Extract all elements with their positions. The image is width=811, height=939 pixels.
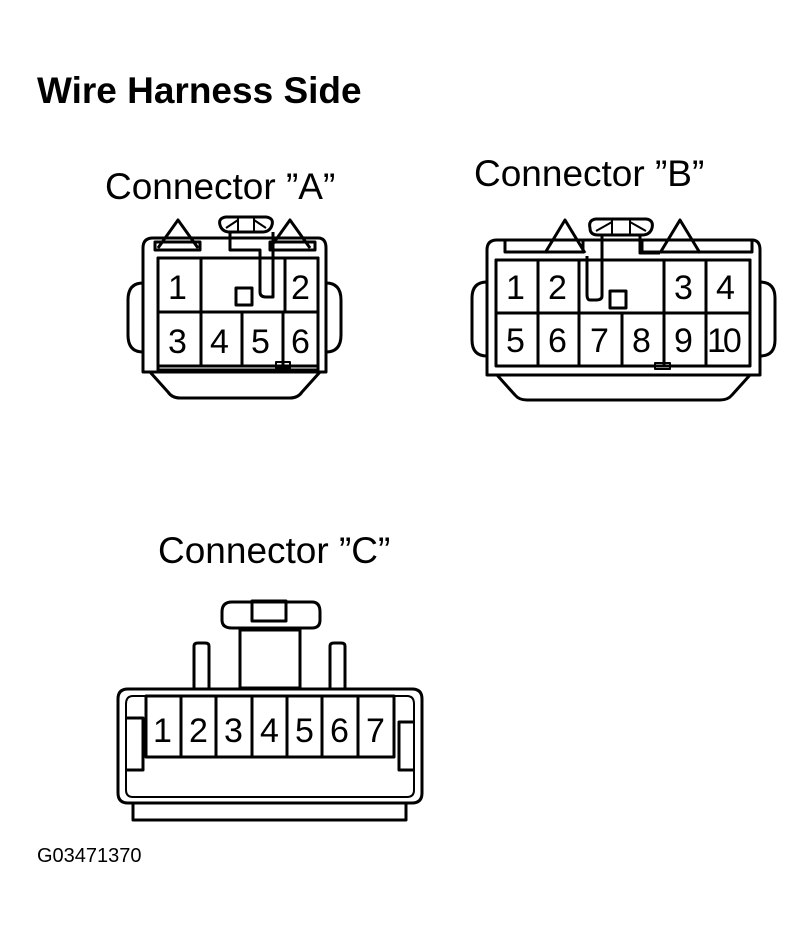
connector-a-pins: 1 2 3 4 5 6: [168, 269, 310, 361]
connector-c-label: Connector ”C”: [158, 530, 391, 571]
pin-b-6: 6: [548, 322, 567, 360]
pin-b-8: 8: [632, 322, 651, 360]
pin-b-9: 9: [674, 322, 693, 360]
pin-c-6: 6: [330, 712, 349, 750]
pin-c-5: 5: [295, 712, 314, 750]
connector-a-label: Connector ”A”: [105, 166, 336, 207]
pin-b-4: 4: [716, 269, 735, 307]
pin-b-7: 7: [590, 322, 609, 360]
pin-a-1: 1: [168, 269, 187, 307]
connector-b-pins: 1 2 3 4 5 6 7 8 9 10: [506, 269, 744, 360]
pin-a-4: 4: [210, 323, 229, 361]
pin-b-5: 5: [506, 322, 525, 360]
pin-c-2: 2: [189, 712, 208, 750]
pin-b-1: 1: [506, 269, 525, 307]
figure-id: G03471370: [37, 845, 142, 867]
pin-b-2: 2: [548, 269, 567, 307]
pin-b-3: 3: [674, 269, 693, 307]
connector-c-pins: 1 2 3 4 5 6 7: [153, 712, 385, 750]
connector-c-diagram: [116, 599, 424, 822]
connector-b-diagram: [470, 217, 777, 402]
pin-a-6: 6: [291, 323, 310, 361]
pin-c-3: 3: [224, 712, 243, 750]
pin-b-10: 10: [707, 322, 741, 360]
pin-a-2: 2: [291, 269, 310, 307]
pin-c-1: 1: [153, 712, 172, 750]
connector-a-diagram: [126, 215, 343, 400]
pin-a-3: 3: [168, 323, 187, 361]
pin-c-7: 7: [366, 712, 385, 750]
connector-b-label: Connector ”B”: [474, 153, 705, 194]
pin-c-4: 4: [260, 712, 279, 750]
pin-a-5: 5: [251, 323, 270, 361]
page-title: Wire Harness Side: [37, 70, 362, 111]
